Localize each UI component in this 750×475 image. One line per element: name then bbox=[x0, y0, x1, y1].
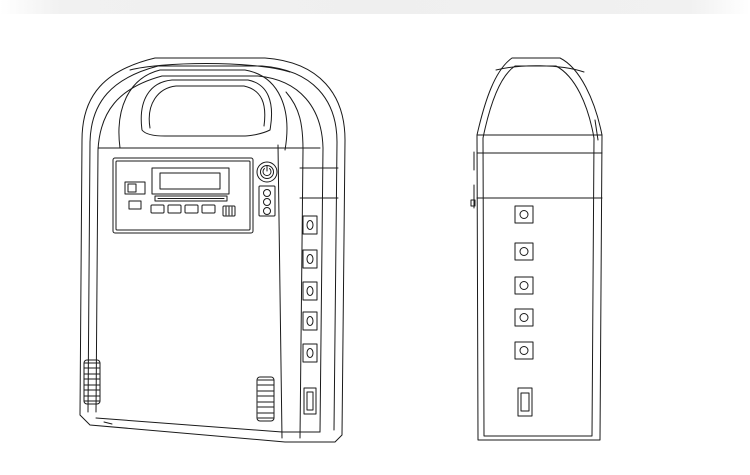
side-socket-1-hole bbox=[307, 221, 313, 230]
side-socket-5-hole bbox=[307, 349, 313, 358]
jack-port-3[interactable] bbox=[264, 208, 271, 215]
display-screen bbox=[160, 173, 220, 189]
top-gradient-band bbox=[0, 0, 750, 14]
side-socket-5[interactable] bbox=[303, 344, 317, 362]
play-button[interactable] bbox=[185, 205, 198, 213]
indicator-light bbox=[129, 201, 141, 209]
side-view-usb-port[interactable] bbox=[518, 388, 532, 416]
front-body-inner-outline bbox=[88, 66, 337, 430]
side-view-socket-2-hole bbox=[520, 248, 528, 256]
power-switch-rocker bbox=[128, 184, 136, 192]
display-bezel bbox=[152, 168, 229, 194]
side-view-socket-1[interactable] bbox=[515, 206, 533, 223]
next-button[interactable] bbox=[202, 205, 215, 213]
side-socket-3[interactable] bbox=[303, 282, 317, 300]
volume-knob[interactable] bbox=[223, 206, 235, 216]
side-right-detail bbox=[595, 120, 598, 140]
side-socket-2[interactable] bbox=[303, 250, 317, 268]
side-view-socket-3[interactable] bbox=[515, 277, 533, 294]
side-usb-port-inner bbox=[307, 392, 313, 410]
prev-button[interactable] bbox=[168, 205, 181, 213]
side-edge-nub bbox=[471, 200, 475, 206]
side-view-socket-2[interactable] bbox=[515, 243, 533, 260]
side-socket-4[interactable] bbox=[303, 312, 317, 330]
side-body-inner bbox=[483, 66, 594, 436]
handle-outer bbox=[119, 70, 287, 150]
handle-opening-inner bbox=[149, 86, 265, 128]
side-socket-4-hole bbox=[307, 317, 313, 326]
right-speaker-vents bbox=[257, 377, 274, 421]
front-foot-left bbox=[104, 422, 112, 424]
side-top-ridge bbox=[496, 66, 584, 72]
side-socket-3-hole bbox=[307, 287, 313, 296]
control-panel-inner bbox=[116, 161, 250, 230]
face-right-edge bbox=[278, 145, 282, 438]
side-view bbox=[471, 58, 602, 440]
left-speaker-vents bbox=[84, 360, 100, 404]
side-usb-port[interactable] bbox=[304, 388, 316, 414]
power-icon bbox=[263, 169, 271, 176]
front-panel-face bbox=[96, 76, 323, 432]
side-view-socket-1-hole bbox=[520, 211, 528, 219]
side-jack-panel bbox=[259, 186, 275, 216]
jack-port-1[interactable] bbox=[264, 190, 271, 197]
power-button-ring[interactable] bbox=[257, 162, 277, 182]
handle-opening bbox=[141, 80, 271, 136]
card-slot bbox=[155, 196, 227, 201]
jack-port-2[interactable] bbox=[264, 199, 271, 206]
side-body-outline bbox=[477, 58, 602, 440]
right-side-edge bbox=[286, 92, 303, 438]
front-bottom-edge bbox=[96, 418, 320, 432]
side-view-socket-5[interactable] bbox=[515, 342, 533, 359]
side-view-socket-5-hole bbox=[520, 347, 528, 355]
side-socket-2-hole bbox=[307, 255, 313, 264]
handle-top-ridge bbox=[130, 64, 290, 73]
control-panel bbox=[113, 158, 253, 233]
side-socket-1[interactable] bbox=[303, 216, 317, 234]
front-view bbox=[80, 58, 345, 442]
side-view-usb-port-inner bbox=[521, 393, 529, 411]
side-view-socket-3-hole bbox=[520, 282, 528, 290]
power-switch[interactable] bbox=[125, 182, 145, 194]
side-view-socket-4[interactable] bbox=[515, 309, 533, 326]
side-view-socket-4-hole bbox=[520, 314, 528, 322]
mode-button[interactable] bbox=[151, 205, 164, 213]
front-body-outline bbox=[80, 58, 345, 442]
